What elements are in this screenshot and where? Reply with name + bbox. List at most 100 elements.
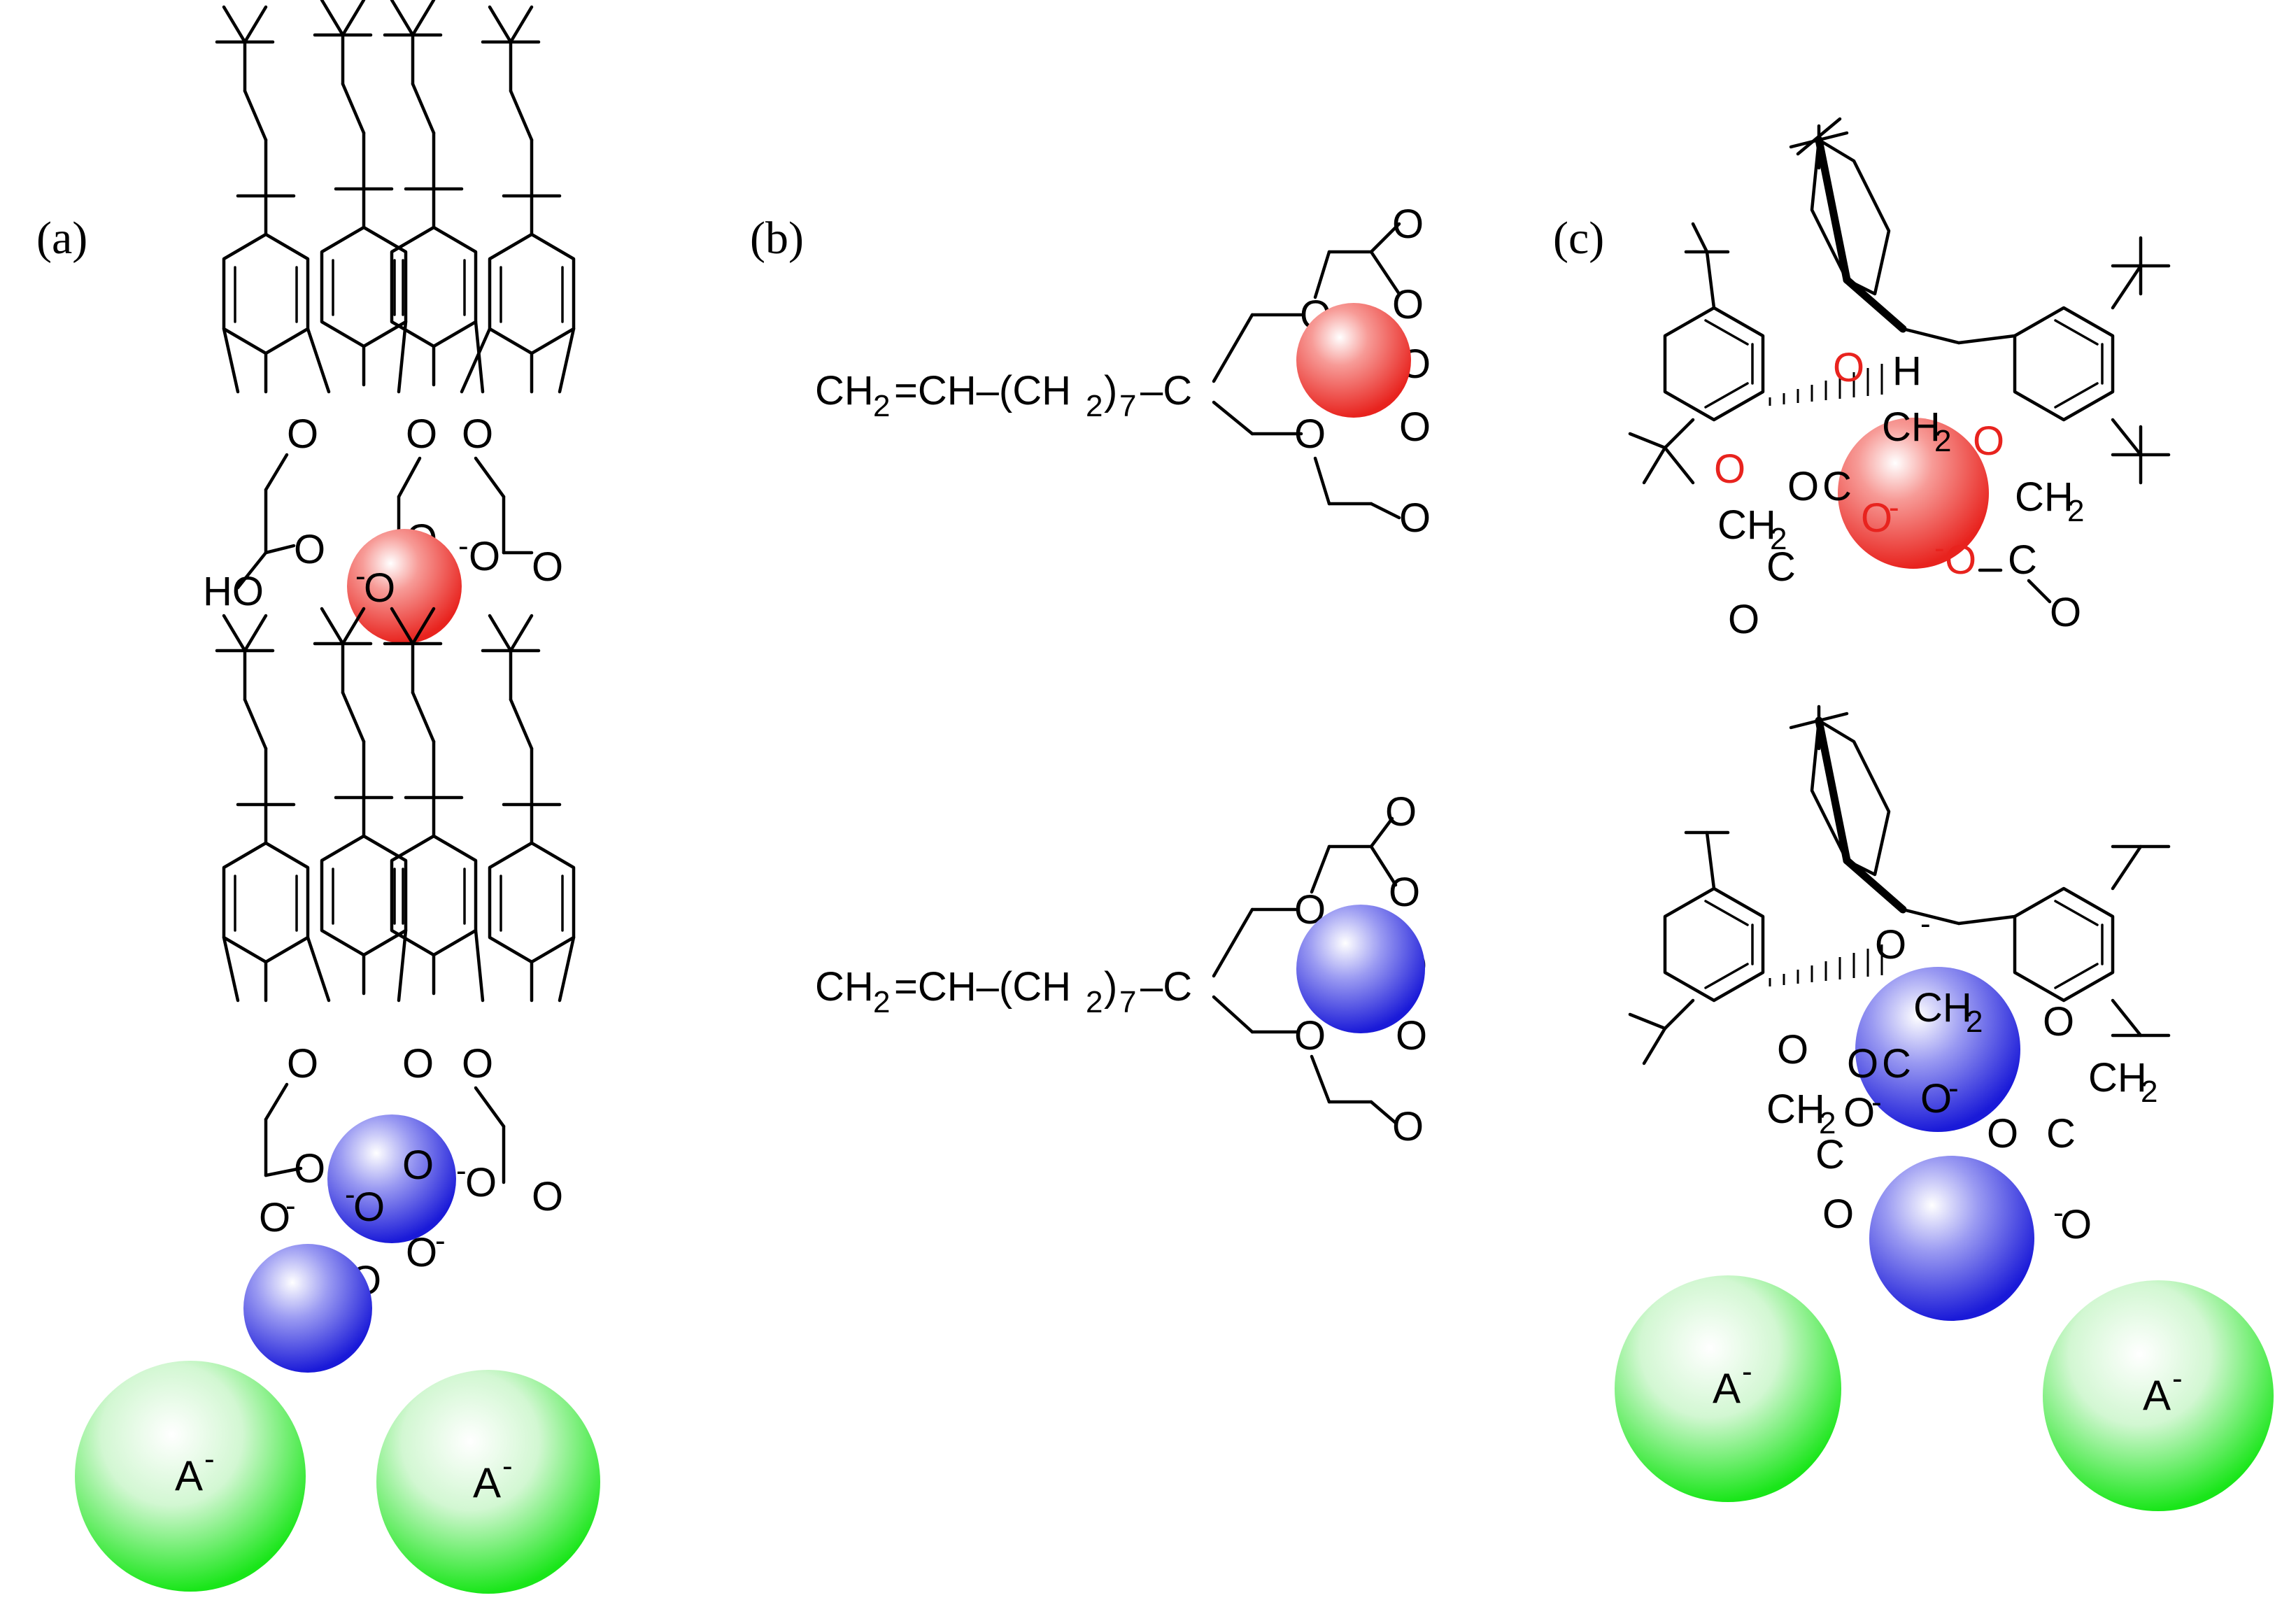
carboxylate-oxygen: O (353, 1184, 385, 1230)
svg-text:O: O (1847, 1041, 1878, 1086)
svg-text:O: O (1843, 1090, 1875, 1135)
svg-text:O: O (1392, 201, 1424, 247)
svg-text:C: C (1815, 1132, 1845, 1177)
oxygen-atom: O (287, 1041, 318, 1086)
svg-text:C: C (2008, 537, 2037, 583)
svg-text:C: C (1766, 544, 1796, 590)
panel-label-c: (c) (1553, 213, 1604, 264)
oxygen-atom: O (294, 1146, 325, 1191)
svg-text:CH: CH (1882, 404, 1941, 450)
svg-text:-: - (2053, 1196, 2064, 1230)
crown-ether-bottom: CH 2 =CH–(CH 2 ) 7 –C O O O O O O O (815, 789, 1427, 1149)
red-oxygen: O (1714, 446, 1745, 492)
svg-text:=CH–(CH: =CH–(CH (894, 964, 1071, 1010)
carboxylate-charge: - (456, 1154, 467, 1188)
svg-text:-: - (1742, 1354, 1752, 1389)
svg-text:2: 2 (873, 985, 890, 1019)
svg-text:-: - (1871, 1085, 1882, 1119)
svg-text:O: O (1396, 1013, 1427, 1059)
anion-ball: A - (2043, 1280, 2274, 1511)
carboxylate-oxygen: O (469, 534, 500, 579)
red-oxygen: O (1833, 345, 1864, 390)
tripodal-ligand-top: H O O O CH 2 O C O - CH 2 C O CH 2 O - C… (1628, 117, 2171, 642)
svg-text:-: - (1934, 531, 1945, 565)
svg-text:O: O (1728, 597, 1759, 642)
svg-text:-: - (204, 1442, 215, 1476)
svg-text:O: O (2043, 999, 2074, 1045)
svg-text:O: O (1920, 1076, 1952, 1121)
svg-text:H: H (1892, 348, 1922, 394)
svg-text:O: O (1787, 464, 1819, 509)
panel-label-a: (a) (36, 213, 87, 264)
anion-ball: A - (75, 1361, 306, 1592)
svg-text:O: O (2050, 590, 2081, 635)
svg-text:O: O (1987, 1111, 2018, 1156)
oxygen-atom: O (462, 1041, 493, 1086)
svg-text:O: O (1399, 404, 1431, 450)
svg-text:2: 2 (1819, 1106, 1836, 1140)
oxygen-atom: O (406, 411, 437, 457)
svg-text:A: A (175, 1452, 203, 1499)
svg-text:O: O (1875, 922, 1906, 968)
blue-cation-ball (1296, 905, 1425, 1033)
carboxylate-charge: - (435, 1224, 446, 1258)
svg-text:O: O (1294, 1013, 1326, 1059)
svg-text:2: 2 (2141, 1075, 2157, 1109)
carboxylate-oxygen: O (465, 1160, 497, 1205)
carboxylate-charge: - (458, 529, 469, 563)
svg-text:2: 2 (1966, 1005, 1983, 1039)
blue-cation-ball (327, 1114, 456, 1243)
svg-text:C: C (2046, 1111, 2076, 1156)
calixarene-top: O O O O HO O O - O O - (203, 0, 576, 644)
svg-text:O: O (1399, 495, 1431, 541)
anion-ball: A - (1615, 1275, 1841, 1502)
red-cation-ball (1296, 303, 1411, 418)
blue-cation-ball (243, 1244, 372, 1373)
svg-text:=CH–(CH: =CH–(CH (894, 368, 1071, 413)
svg-text:CH: CH (2088, 1055, 2147, 1100)
oxygen-atom: O (532, 1174, 563, 1219)
svg-text:O: O (1392, 1104, 1424, 1149)
carboxylate-oxygen: O (406, 1230, 437, 1275)
svg-text:C: C (1822, 464, 1852, 509)
carboxylate-oxygen: O (259, 1195, 290, 1240)
svg-text:–C: –C (1140, 964, 1192, 1010)
panel-label-b: (b) (750, 213, 804, 264)
blue-cation-ball (1869, 1156, 2034, 1321)
svg-text:-: - (1948, 1071, 1959, 1105)
oxygen-atom: O (532, 544, 563, 590)
svg-text:O: O (1945, 537, 1976, 583)
carboxylate-charge: - (285, 1189, 296, 1223)
svg-text:CH: CH (2015, 474, 2074, 520)
carboxylate-charge: - (345, 1177, 355, 1212)
svg-text:CH: CH (1717, 502, 1776, 548)
crown-ether-top: CH 2 =CH–(CH 2 ) 7 –C O O O O O O O (815, 201, 1431, 541)
svg-text:CH: CH (815, 368, 874, 413)
oxygen-atom: O (402, 1041, 434, 1086)
calixarene-bottom: O O O O O - O O - O O - O - O (217, 609, 576, 1373)
anion-ball: A - (376, 1370, 600, 1594)
svg-text:-: - (1889, 490, 1899, 525)
svg-text:2: 2 (1086, 985, 1103, 1019)
blue-cation-ball (1855, 967, 2020, 1132)
svg-text:CH: CH (1766, 1086, 1825, 1132)
svg-text:): ) (1104, 368, 1117, 413)
svg-text:O: O (1777, 1027, 1808, 1073)
oxygen-atom: O (294, 527, 325, 572)
oxygen-atom: O (402, 1142, 434, 1188)
svg-text:2: 2 (1934, 424, 1951, 458)
svg-text:C: C (1882, 1041, 1911, 1086)
svg-text:-: - (2172, 1361, 2183, 1396)
svg-text:CH: CH (815, 964, 874, 1010)
oxygen-atom: O (287, 411, 318, 457)
svg-text:O: O (1861, 495, 1892, 541)
svg-text:7: 7 (1119, 985, 1136, 1019)
svg-text:O: O (2060, 1202, 2092, 1247)
svg-text:A: A (1713, 1365, 1741, 1412)
tripodal-ligand-bottom: - O O O CH 2 O C O - CH 2 O - C O CH 2 O… (1628, 705, 2171, 1321)
svg-text:O: O (1822, 1191, 1854, 1237)
svg-text:-: - (1920, 907, 1931, 941)
red-cation-ball (1838, 418, 1989, 569)
svg-text:-: - (502, 1449, 513, 1483)
